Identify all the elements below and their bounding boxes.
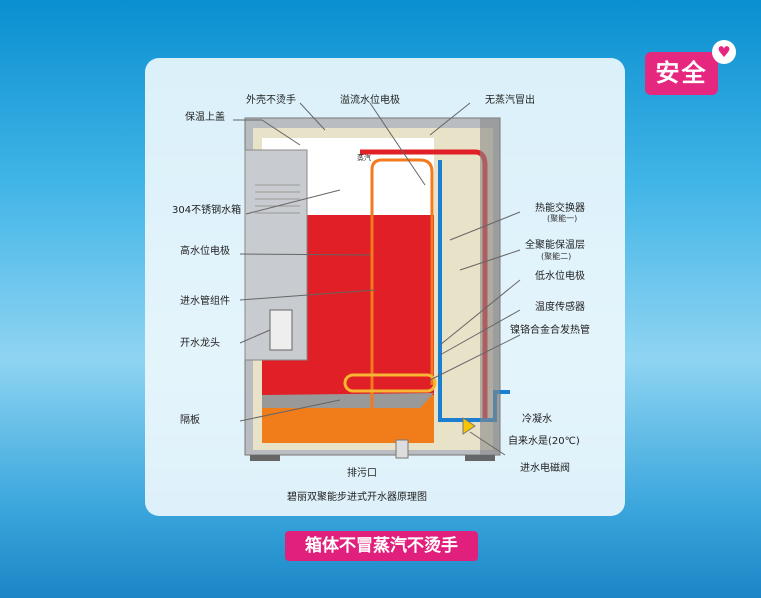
label-overflow-electrode: 溢流水位电极	[340, 95, 400, 106]
label-low-electrode: 低水位电极	[535, 271, 585, 282]
label-top-cover: 保温上盖	[185, 112, 225, 123]
faucet-icon	[269, 309, 293, 351]
label-partition: 隔板	[180, 415, 200, 426]
label-steam: 蒸汽	[357, 154, 371, 162]
label-high-electrode: 高水位电极	[180, 246, 230, 257]
label-insulation: 全聚能保温层	[525, 240, 585, 251]
label-condensate: 冷凝水	[522, 414, 552, 425]
label-insulation-sub: (聚能二)	[541, 252, 572, 261]
label-solenoid-valve: 进水电磁阀	[520, 463, 570, 474]
label-drain: 排污口	[347, 468, 377, 479]
label-faucet: 开水龙头	[180, 338, 220, 349]
label-heat-exchanger-sub: (聚能一)	[547, 214, 578, 223]
label-temp-sensor: 温度传感器	[535, 302, 585, 313]
label-tap-water: 自来水是(20℃)	[508, 436, 580, 447]
label-inlet-pipe: 进水管组件	[180, 296, 230, 307]
label-no-steam: 无蒸汽冒出	[485, 95, 535, 106]
heart-icon: ♥	[712, 40, 736, 64]
label-tank: 304不锈钢水箱	[172, 205, 242, 216]
label-heat-exchanger: 热能交换器	[535, 203, 585, 214]
diagram-caption: 碧丽双聚能步进式开水器原理图	[287, 492, 427, 503]
safety-badge: 安全	[645, 52, 718, 95]
label-shell: 外壳不烫手	[246, 95, 296, 106]
feature-banner: 箱体不冒蒸汽不烫手	[285, 531, 478, 561]
label-heating-tube: 镍铬合金合发热管	[510, 325, 590, 336]
